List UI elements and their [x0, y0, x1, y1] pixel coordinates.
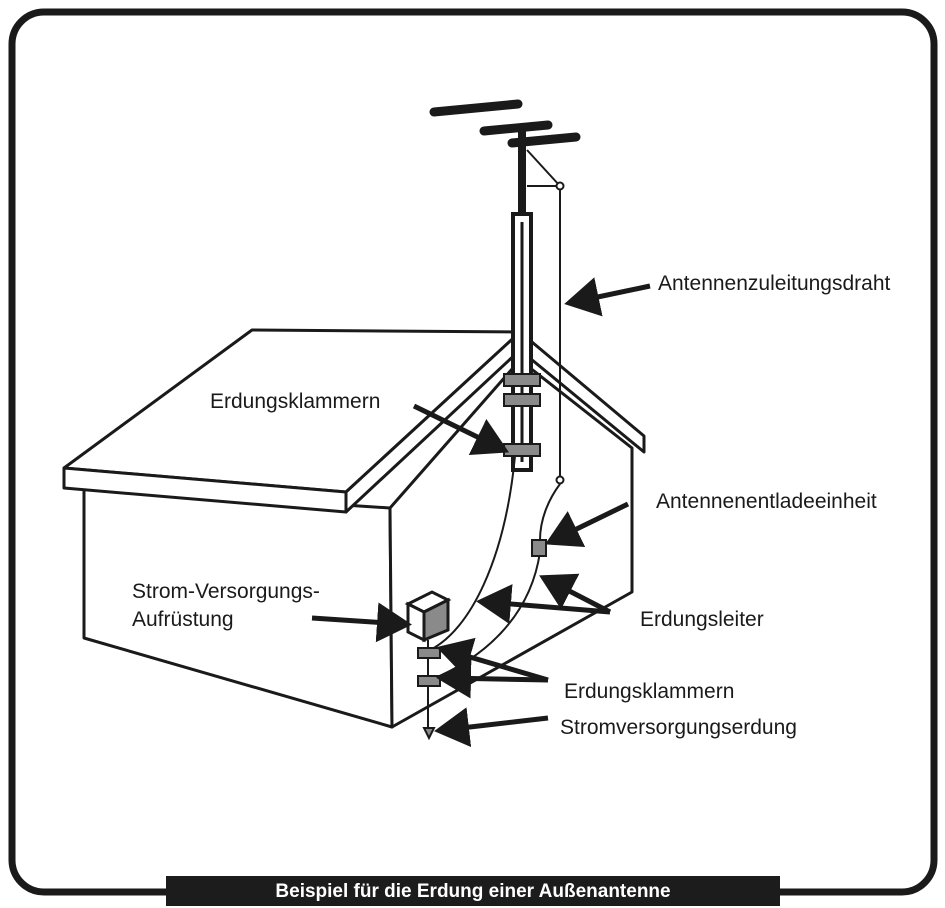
label-power-service-line2: Aufrüstung — [132, 608, 234, 631]
arrow-ground-clamps-bottom-1 — [436, 637, 549, 683]
label-power-service-line1: Strom-Versorgungs- — [132, 580, 320, 603]
discharge-unit — [531, 539, 547, 557]
label-discharge-unit: Antennenentladeeinheit — [656, 490, 877, 513]
label-ground-conductors: Erdungsleiter — [640, 608, 764, 631]
arrow-lead-in-wire — [564, 277, 651, 317]
antenna-elements — [429, 99, 581, 148]
arrow-power-service — [311, 602, 412, 643]
label-ground-clamps-top: Erdungsklammern — [210, 390, 381, 413]
antenna-mast — [511, 126, 533, 472]
mast-ground-clamps — [503, 373, 541, 457]
pointer-arrows — [311, 277, 651, 748]
arrow-discharge-unit — [545, 501, 630, 548]
house — [62, 328, 646, 729]
arrow-conductor-2 — [539, 573, 612, 615]
arrow-ground-clamps-top — [412, 403, 509, 456]
house-front-wall — [82, 486, 394, 729]
arrow-ground-clamps-bottom-2 — [436, 658, 549, 699]
label-lead-in-wire: Antennenzuleitungsdraht — [658, 272, 891, 295]
caption-bar: Beispiel für die Erdung einer Außenanten… — [166, 876, 780, 906]
lead-in-wire — [526, 149, 565, 541]
label-ground-clamps-bottom: Erdungsklammern — [564, 680, 735, 703]
arrow-power-ground — [434, 707, 549, 748]
label-power-ground: Stromversorgungserdung — [560, 716, 797, 739]
